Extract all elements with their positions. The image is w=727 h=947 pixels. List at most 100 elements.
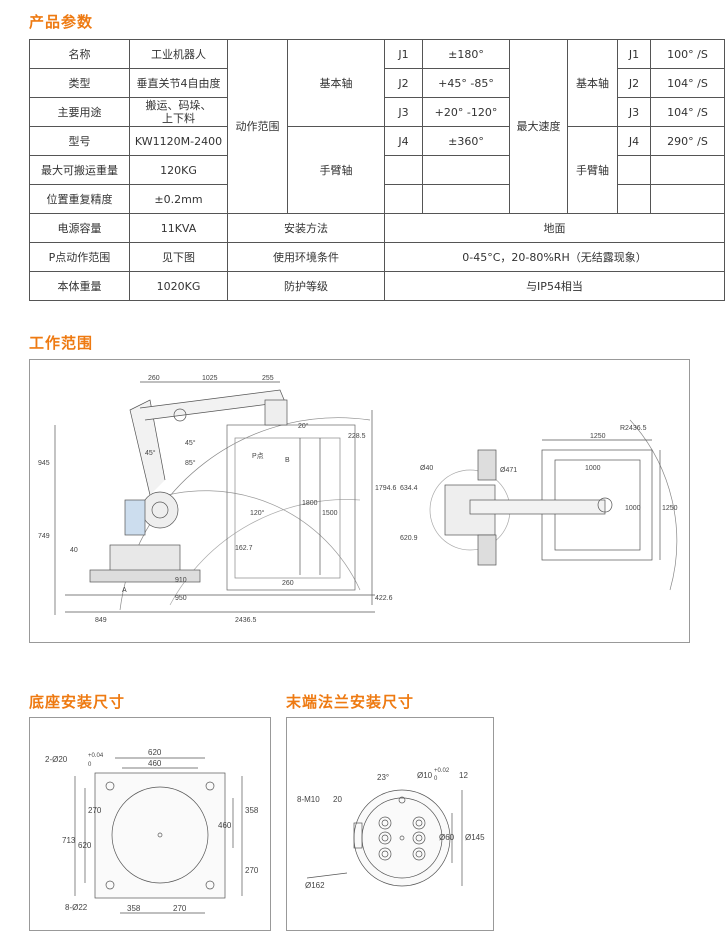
empty-cell — [384, 155, 423, 185]
axis-range: ±360° — [422, 126, 510, 156]
protection-value: 与IP54相当 — [384, 271, 725, 301]
spec-label: 本体重量 — [29, 271, 130, 301]
dim-label: 2-Ø20 — [45, 755, 68, 764]
dim-label: 260 — [282, 580, 294, 587]
section-title-params: 产品参数 — [29, 13, 94, 31]
axis-name: J4 — [617, 126, 651, 156]
basic-axis-header-speed: 基本轴 — [567, 39, 618, 127]
section-title-base-mount: 底座安装尺寸 — [29, 693, 126, 711]
spec-label: 主要用途 — [29, 97, 130, 127]
flange-mount-drawing: 23° Ø10 +0.02 0 12 8-M10 20 Ø60 Ø145 Ø16… — [297, 768, 485, 890]
dim-label: Ø40 — [420, 465, 433, 472]
dim-label: 910 — [175, 577, 187, 584]
dim-label: 270 — [88, 806, 102, 815]
dim-label: 620 — [148, 748, 162, 757]
dim-label: 1250 — [590, 433, 606, 440]
axis-name: J2 — [384, 68, 423, 98]
dim-label: Ø162 — [305, 881, 325, 890]
empty-cell — [617, 155, 651, 185]
axis-speed: 104° /S — [650, 97, 725, 127]
work-range-drawing: 260 1025 255 228.5 945 749 40 910 950 84… — [38, 375, 678, 624]
work-range-panel: 260 1025 255 228.5 945 749 40 910 950 84… — [29, 359, 690, 643]
dim-label: 120° — [250, 509, 265, 517]
section-title-work-range: 工作范围 — [29, 334, 94, 352]
dim-label: 945 — [38, 460, 50, 467]
axis-name: J1 — [617, 39, 651, 69]
dim-label: 1500 — [322, 510, 338, 517]
dim-label: 950 — [175, 595, 187, 602]
spec-label: 位置重复精度 — [29, 184, 130, 214]
spec-label: 电源容量 — [29, 213, 130, 243]
empty-cell — [422, 184, 510, 214]
axis-name: J3 — [384, 97, 423, 127]
empty-cell — [617, 184, 651, 214]
spec-label: 类型 — [29, 68, 130, 98]
dim-label: Ø471 — [500, 467, 517, 474]
dim-label: 2436.5 — [235, 617, 257, 624]
empty-cell — [422, 155, 510, 185]
dim-label: 1250 — [662, 505, 678, 512]
spec-value: 搬运、码垛、上下料 — [129, 97, 228, 127]
spec-value: 11KVA — [129, 213, 228, 243]
dim-label: 228.5 — [348, 433, 366, 440]
axis-speed: 290° /S — [650, 126, 725, 156]
dim-label: 8-Ø22 — [65, 903, 88, 912]
dim-label: P点 — [252, 452, 264, 460]
dim-label: 85° — [185, 459, 196, 467]
dim-label: 40 — [70, 547, 78, 554]
dim-label: 1794.6 — [375, 485, 397, 492]
spec-value: KW1120M-2400 — [129, 126, 228, 156]
dim-label: A — [122, 587, 127, 594]
base-mount-panel: 2-Ø20 +0.04 0 620 460 358 460 270 713 62… — [29, 717, 271, 931]
dim-label: 620.9 — [400, 535, 418, 542]
dim-label: 460 — [218, 821, 232, 830]
dim-label: 0 — [88, 762, 92, 768]
axis-range: +45° -85° — [422, 68, 510, 98]
spec-value: 120KG — [129, 155, 228, 185]
install-method-value: 地面 — [384, 213, 725, 243]
axis-name: J4 — [384, 126, 423, 156]
dim-label: 460 — [148, 759, 162, 768]
dim-label: 422.6 — [375, 595, 393, 602]
dim-label: +0.02 — [434, 768, 450, 774]
dim-label: 358 — [127, 904, 141, 913]
flange-mount-panel: 23° Ø10 +0.02 0 12 8-M10 20 Ø60 Ø145 Ø16… — [286, 717, 494, 931]
dim-label: 849 — [95, 617, 107, 624]
dim-label: 1000 — [585, 465, 601, 472]
dim-label: 162.7 — [235, 545, 253, 552]
env-cond-value: 0-45°C，20-80%RH（无结露现象） — [384, 242, 725, 272]
axis-name: J2 — [617, 68, 651, 98]
dim-label: Ø60 — [439, 833, 455, 842]
dim-label: 12 — [459, 771, 468, 780]
axis-range: +20° -120° — [422, 97, 510, 127]
axis-name: J1 — [384, 39, 423, 69]
spec-label: P点动作范围 — [29, 242, 130, 272]
spec-value: 垂直关节4自由度 — [129, 68, 228, 98]
dim-label: 270 — [173, 904, 187, 913]
dim-label: 1800 — [302, 500, 318, 507]
dim-label: 0 — [434, 776, 438, 782]
dim-label: R2436.5 — [620, 425, 647, 432]
dim-label: 23° — [377, 773, 389, 782]
axis-speed: 104° /S — [650, 68, 725, 98]
dim-label: 634.4 — [400, 485, 418, 492]
dim-label: 713 — [62, 836, 76, 845]
empty-cell — [650, 184, 725, 214]
dim-label: +0.04 — [88, 753, 104, 759]
dim-label: 358 — [245, 806, 259, 815]
dim-label: Ø145 — [465, 833, 485, 842]
spec-label: 名称 — [29, 39, 130, 69]
spec-value: ±0.2mm — [129, 184, 228, 214]
empty-cell — [384, 184, 423, 214]
arm-axis-header: 手臂轴 — [287, 126, 385, 214]
dim-label: 45° — [145, 449, 156, 457]
dim-label: 8-M10 — [297, 795, 320, 804]
base-mount-drawing: 2-Ø20 +0.04 0 620 460 358 460 270 713 62… — [45, 748, 259, 914]
arm-axis-header-speed: 手臂轴 — [567, 126, 618, 214]
spec-label: 型号 — [29, 126, 130, 156]
motion-range-header: 动作范围 — [227, 39, 288, 214]
protection-label: 防护等级 — [227, 271, 385, 301]
install-method-label: 安装方法 — [227, 213, 385, 243]
spec-label: 最大可搬运重量 — [29, 155, 130, 185]
axis-range: ±180° — [422, 39, 510, 69]
